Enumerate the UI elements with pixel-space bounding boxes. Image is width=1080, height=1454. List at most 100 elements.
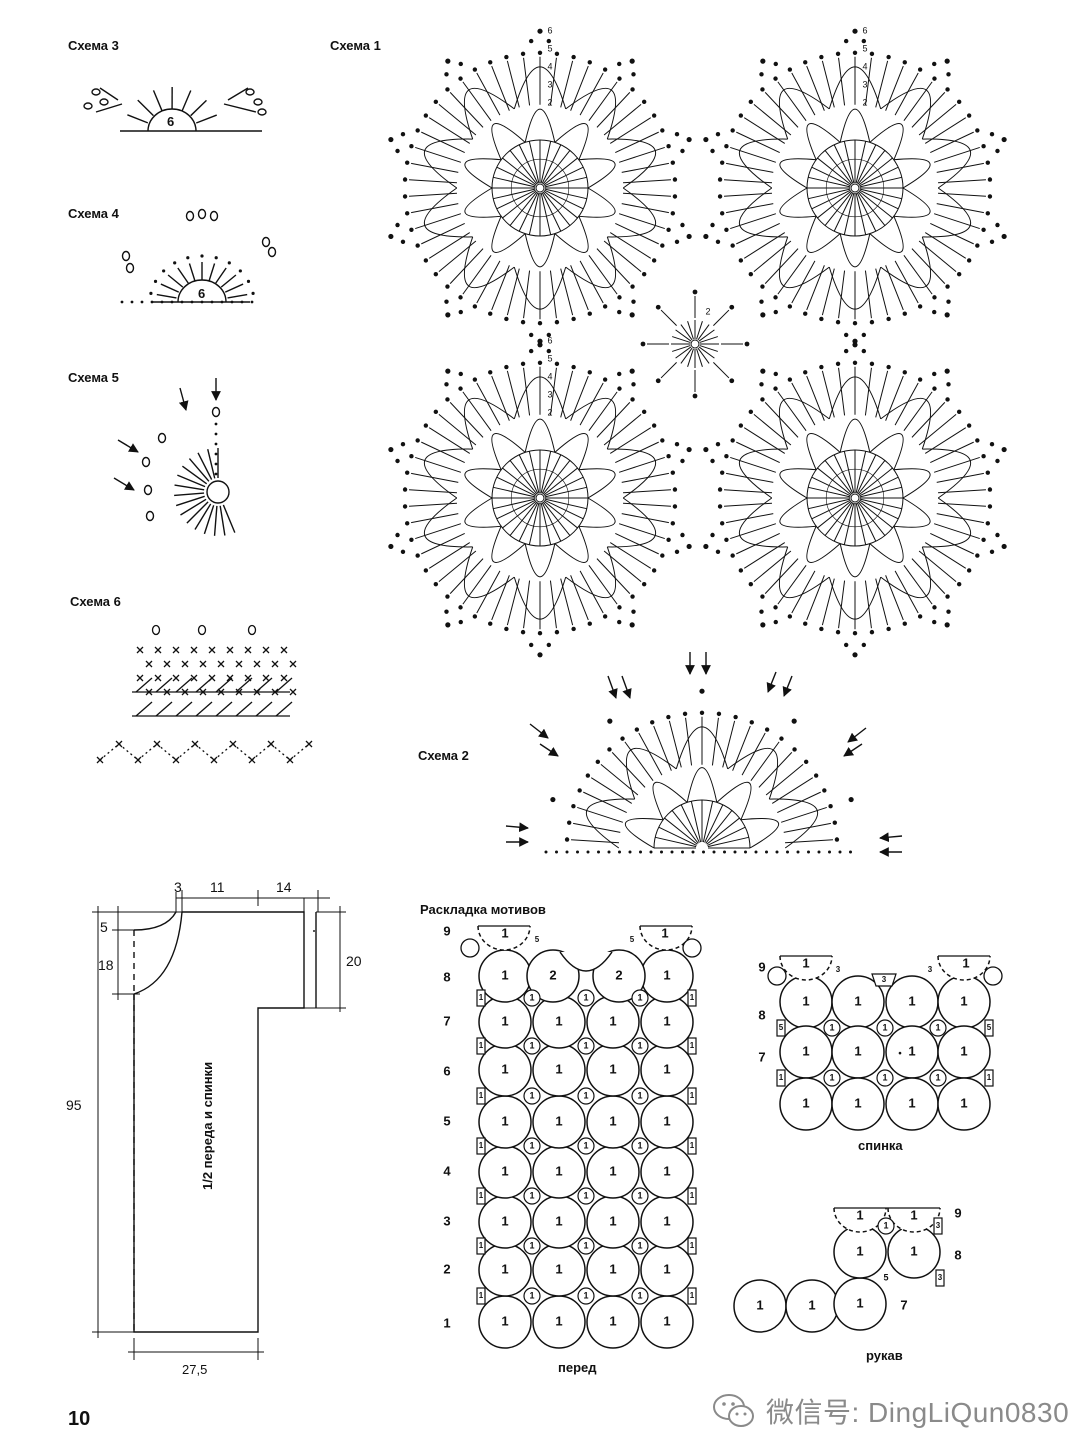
- motif-core-stitch: [544, 498, 587, 510]
- motif-picot: [472, 67, 478, 72]
- scheme-2-join-arrow: [782, 675, 793, 697]
- motif-tip-picot: [528, 38, 534, 44]
- scheme-2-base-dot: [712, 850, 716, 854]
- motif-core-stitch: [811, 166, 851, 187]
- motif-picot: [520, 319, 526, 325]
- front-motif-label: 1: [609, 1013, 616, 1028]
- front-neck-cutout: [559, 951, 613, 972]
- motif-outer-arch: [464, 236, 515, 289]
- motif-picot: [660, 553, 665, 558]
- motif-petal-stitch: [903, 81, 933, 121]
- scheme-4-stitch: [188, 263, 196, 282]
- motif-petal-stitch: [415, 523, 462, 540]
- motif-core-stitch: [496, 476, 536, 497]
- motif-tip-picot: [710, 458, 715, 464]
- dim-left-depth: 18: [98, 957, 114, 973]
- scheme-4-diagram: [120, 208, 277, 304]
- small-motif-stitch: [697, 324, 710, 341]
- motif-tip-picot: [388, 446, 394, 453]
- motif-petal-stitch: [579, 260, 604, 304]
- scheme-4-loop: [125, 262, 135, 274]
- scheme-5-chain-dot: [214, 432, 218, 436]
- scheme-2-outer-arch: [586, 798, 635, 849]
- small-fill-motif: [523, 1237, 541, 1255]
- scheme-2-base-dot: [586, 850, 590, 854]
- motif-picot: [975, 243, 980, 248]
- scheme-2-stitch: [653, 725, 672, 771]
- front-edge-notch-label: 1: [479, 1291, 484, 1300]
- scheme-4-chain-dot: [186, 256, 190, 260]
- front-motif-label: 1: [609, 1313, 616, 1328]
- small-fill-motif-label: 1: [637, 1290, 642, 1300]
- scheme-6-slanted-stitch: [135, 677, 153, 693]
- motif-picot: [666, 144, 671, 149]
- motif-petal-arch: [779, 497, 817, 528]
- motif-picot: [787, 614, 793, 619]
- front-edge-notch: [476, 1087, 486, 1105]
- scheme-6-single-crochet: [172, 674, 180, 682]
- small-fill-motif: [823, 1069, 841, 1087]
- scheme-2-stitch: [732, 725, 751, 771]
- scheme-2-base-dot: [649, 850, 653, 854]
- motif-petal-stitch: [838, 580, 846, 629]
- motif-picot: [852, 360, 858, 365]
- scheme-5-loop: [157, 432, 167, 444]
- motif-core-stitch: [543, 467, 578, 496]
- motif-picot: [738, 113, 744, 118]
- motif-picot: [537, 321, 543, 326]
- motif-tip-picot: [995, 532, 1000, 538]
- small-fill-motif-label: 1: [935, 1072, 940, 1082]
- scheme-4-stitch: [215, 267, 227, 284]
- motif-petal-stitch: [764, 558, 799, 594]
- scheme-2-base-dot: [691, 850, 695, 854]
- scheme-6-slanted-stitch: [235, 677, 253, 693]
- motif-picot: [458, 295, 463, 300]
- motif-tip-picot: [759, 72, 764, 77]
- motif-picot: [488, 621, 493, 626]
- back-half-motif: [779, 955, 833, 981]
- motif-picot: [660, 128, 665, 133]
- front-corner-label: 5: [535, 935, 540, 944]
- scheme-3-loop: [257, 108, 267, 116]
- motif-petal-stitch: [730, 456, 777, 473]
- motif-tip-picot: [861, 642, 867, 648]
- back-motif-label: 1: [854, 1043, 861, 1058]
- motif-picot: [956, 581, 962, 587]
- motif-picot: [537, 360, 543, 365]
- motif-core-stitch: [502, 500, 537, 529]
- motif-picot: [660, 243, 665, 248]
- scheme-2-stitch: [611, 752, 646, 788]
- motif-picot: [738, 568, 744, 573]
- motif-picot: [760, 397, 765, 402]
- motif-tip-picot: [617, 619, 622, 625]
- scheme-2-core-stitch: [706, 817, 740, 845]
- scheme-5-loop: [141, 456, 151, 468]
- motif-petal-stitch: [736, 131, 780, 154]
- scheme-3-stitch: [195, 114, 217, 124]
- small-motif-stitch: [680, 324, 693, 341]
- scheme-2-base-dot: [786, 850, 789, 854]
- motif-core-stitch: [543, 157, 578, 186]
- motif-petal-arch: [839, 108, 871, 143]
- scheme-2-stitch: [780, 806, 827, 823]
- motif-petal-stitch: [911, 402, 946, 438]
- motif-petal-arch: [869, 526, 904, 563]
- motif-picot: [748, 99, 754, 105]
- motif-core-stitch: [528, 451, 540, 494]
- motif-picot: [902, 311, 907, 316]
- motif-petal-arch: [464, 468, 502, 499]
- motif-picot: [966, 113, 972, 118]
- motif-picot: [917, 67, 923, 72]
- scheme-6-single-crochet: [208, 646, 216, 654]
- small-fill-motif: [877, 1217, 895, 1235]
- sleeve-motif-label: 1: [910, 1207, 917, 1222]
- motif-tip-picot: [989, 131, 995, 137]
- motif-core-stitch: [543, 500, 578, 529]
- front-edge-notch-label: 1: [690, 1091, 695, 1100]
- sleeve-half-motif: [887, 1207, 941, 1233]
- motif-petal-stitch: [903, 255, 933, 295]
- motif-tip-picot: [458, 61, 463, 67]
- motif-picot: [730, 553, 735, 558]
- motif-core-stitch: [528, 141, 540, 184]
- scheme-2-picot: [564, 837, 570, 842]
